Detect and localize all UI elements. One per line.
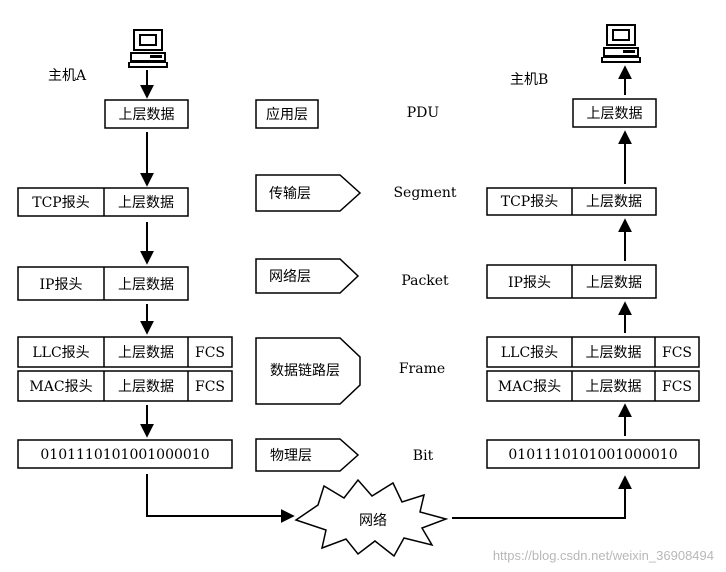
b-mac-data: 上层数据 bbox=[586, 379, 642, 395]
b-llc-header: LLC报头 bbox=[501, 345, 558, 361]
network-burst-icon bbox=[294, 478, 449, 558]
layer-physical-label: 物理层 bbox=[270, 448, 312, 464]
b-app-data-cell bbox=[572, 98, 657, 128]
b-ip-header: IP报头 bbox=[508, 275, 551, 291]
a-ip-packet bbox=[17, 266, 189, 301]
b-llc-data: 上层数据 bbox=[586, 345, 642, 361]
a-llc-frame bbox=[17, 336, 233, 368]
b-llc-fcs: FCS bbox=[662, 345, 692, 361]
layer-network-box bbox=[255, 258, 360, 294]
pdu-physical: Bit bbox=[413, 448, 434, 464]
pdu-network: Packet bbox=[401, 273, 449, 289]
pdu-transport: Segment bbox=[393, 185, 456, 201]
computer-b-icon bbox=[600, 24, 642, 64]
a-llc-fcs: FCS bbox=[195, 345, 225, 361]
b-mac-header: MAC报头 bbox=[498, 379, 561, 395]
b-tcp-header: TCP报头 bbox=[501, 194, 558, 210]
a-mac-frame bbox=[17, 370, 233, 402]
b-mac-fcs: FCS bbox=[662, 379, 692, 395]
b-ip-data: 上层数据 bbox=[586, 275, 642, 291]
layer-datalink-box bbox=[255, 337, 361, 405]
pdu-labels: PDU Segment Packet Frame Bit bbox=[393, 105, 456, 464]
a-ip-data: 上层数据 bbox=[118, 277, 174, 293]
host-b-label: 主机B bbox=[510, 72, 548, 88]
b-bits-box bbox=[486, 439, 700, 469]
b-tcp-data: 上层数据 bbox=[586, 194, 642, 210]
layer-network-label: 网络层 bbox=[269, 269, 311, 285]
a-down-arrows bbox=[140, 70, 295, 523]
layer-application-label: 应用层 bbox=[266, 106, 308, 123]
a-mac-header: MAC报头 bbox=[29, 379, 92, 395]
layer-transport-label: 传输层 bbox=[269, 186, 311, 202]
host-a-label: 主机A bbox=[48, 68, 87, 84]
b-bits-text: 0101110101001000010 bbox=[508, 447, 677, 463]
b-mac-frame bbox=[486, 370, 700, 402]
a-tcp-segment bbox=[17, 187, 189, 217]
layer-labels: 应用层 传输层 网络层 数据链路层 物理层 bbox=[255, 99, 362, 472]
computer-a-icon bbox=[127, 29, 169, 69]
layer-physical-box bbox=[255, 438, 360, 472]
b-up-arrows bbox=[452, 65, 632, 519]
a-bits-box bbox=[17, 439, 233, 469]
a-llc-header: LLC报头 bbox=[32, 345, 89, 361]
a-app-data-cell bbox=[104, 99, 189, 129]
a-ip-header: IP报头 bbox=[40, 277, 83, 293]
a-bits-text: 0101110101001000010 bbox=[40, 447, 209, 463]
a-mac-data: 上层数据 bbox=[118, 379, 174, 395]
a-tcp-data: 上层数据 bbox=[118, 195, 174, 211]
pdu-datalink: Frame bbox=[399, 361, 445, 377]
layer-datalink-label: 数据链路层 bbox=[270, 363, 340, 379]
layer-transport-box bbox=[255, 174, 362, 212]
network-label: 网络 bbox=[359, 513, 387, 529]
b-app-data-text: 上层数据 bbox=[587, 106, 643, 122]
a-tcp-header: TCP报头 bbox=[32, 195, 89, 211]
b-llc-frame bbox=[486, 336, 700, 368]
host-a: 主机A 上层数据 TCP报头 上层数据 IP报头 上层数据 LLC报头 上层数据… bbox=[17, 29, 295, 523]
a-app-data-text: 上层数据 bbox=[119, 107, 175, 123]
a-llc-data: 上层数据 bbox=[118, 345, 174, 361]
a-mac-fcs: FCS bbox=[195, 379, 225, 395]
pdu-application: PDU bbox=[407, 105, 440, 121]
watermark: https://blog.csdn.net/weixin_36908494 bbox=[493, 548, 714, 563]
layer-application-box bbox=[255, 99, 319, 129]
host-b: 主机B 上层数据 TCP报头 上层数据 IP报头 上层数据 LLC报头 上层数据… bbox=[452, 24, 700, 519]
network-cloud: 网络 bbox=[294, 478, 449, 558]
